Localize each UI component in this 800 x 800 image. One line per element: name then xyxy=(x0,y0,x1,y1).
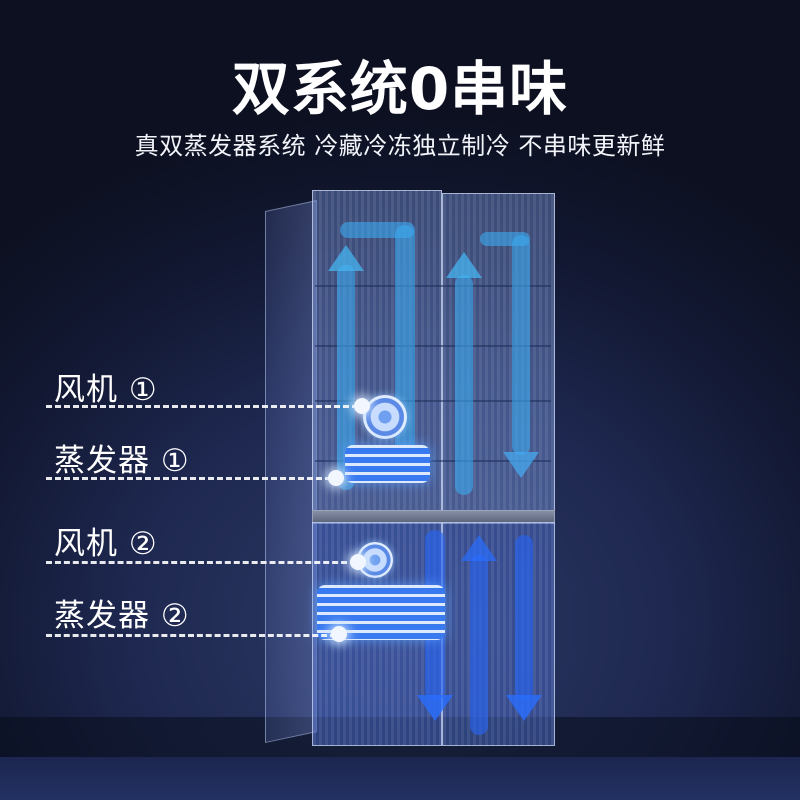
arrow-down-icon xyxy=(503,452,539,478)
callout-fan-1: 风机 ① xyxy=(54,372,158,408)
callout-evaporator-1: 蒸发器 ① xyxy=(54,443,190,479)
airflow-top-upper-right xyxy=(480,232,530,246)
arrow-down-icon xyxy=(506,695,542,721)
fridge-middle-divider xyxy=(312,510,555,524)
shelf-line xyxy=(315,400,551,402)
leader-line-fan-2 xyxy=(46,561,356,564)
shelf-line xyxy=(315,285,551,287)
arrow-up-icon xyxy=(461,535,497,561)
airflow-up-lower-right xyxy=(470,555,488,735)
floor-reflection xyxy=(0,757,800,800)
arrow-up-icon xyxy=(328,245,364,271)
arrow-up-icon xyxy=(446,252,482,278)
callout-dot xyxy=(350,554,366,570)
fan-1-icon xyxy=(363,395,407,439)
page-subtitle: 真双蒸发器系统 冷藏冷冻独立制冷 不串味更新鲜 xyxy=(134,132,666,160)
arrow-down-icon xyxy=(417,695,453,721)
airflow-down-lower-right xyxy=(515,535,533,700)
shelf-line xyxy=(315,460,551,462)
leader-line-fan-1 xyxy=(46,405,358,408)
callout-fan-2: 风机 ② xyxy=(54,526,158,562)
airflow-up-upper-right xyxy=(455,275,473,495)
airflow-top-upper-left xyxy=(340,222,415,238)
evaporator-1-icon xyxy=(345,445,430,483)
leader-line-evaporator-2 xyxy=(46,634,336,637)
fridge-side-panel xyxy=(265,200,317,744)
airflow-down-upper-left xyxy=(395,225,415,480)
refrigerator-illustration xyxy=(265,190,565,750)
callout-dot xyxy=(328,470,344,486)
airflow-up-upper-left xyxy=(337,265,355,490)
floor-shadow xyxy=(0,717,800,757)
callout-dot xyxy=(331,626,347,642)
airflow-down-upper-right xyxy=(512,235,530,455)
page-title: 双系统0串味 xyxy=(231,55,569,123)
shelf-line xyxy=(315,345,551,347)
callout-dot xyxy=(354,398,370,414)
fridge-door-lower-right xyxy=(442,522,555,746)
leader-line-evaporator-1 xyxy=(46,477,331,480)
callout-evaporator-2: 蒸发器 ② xyxy=(54,598,190,634)
